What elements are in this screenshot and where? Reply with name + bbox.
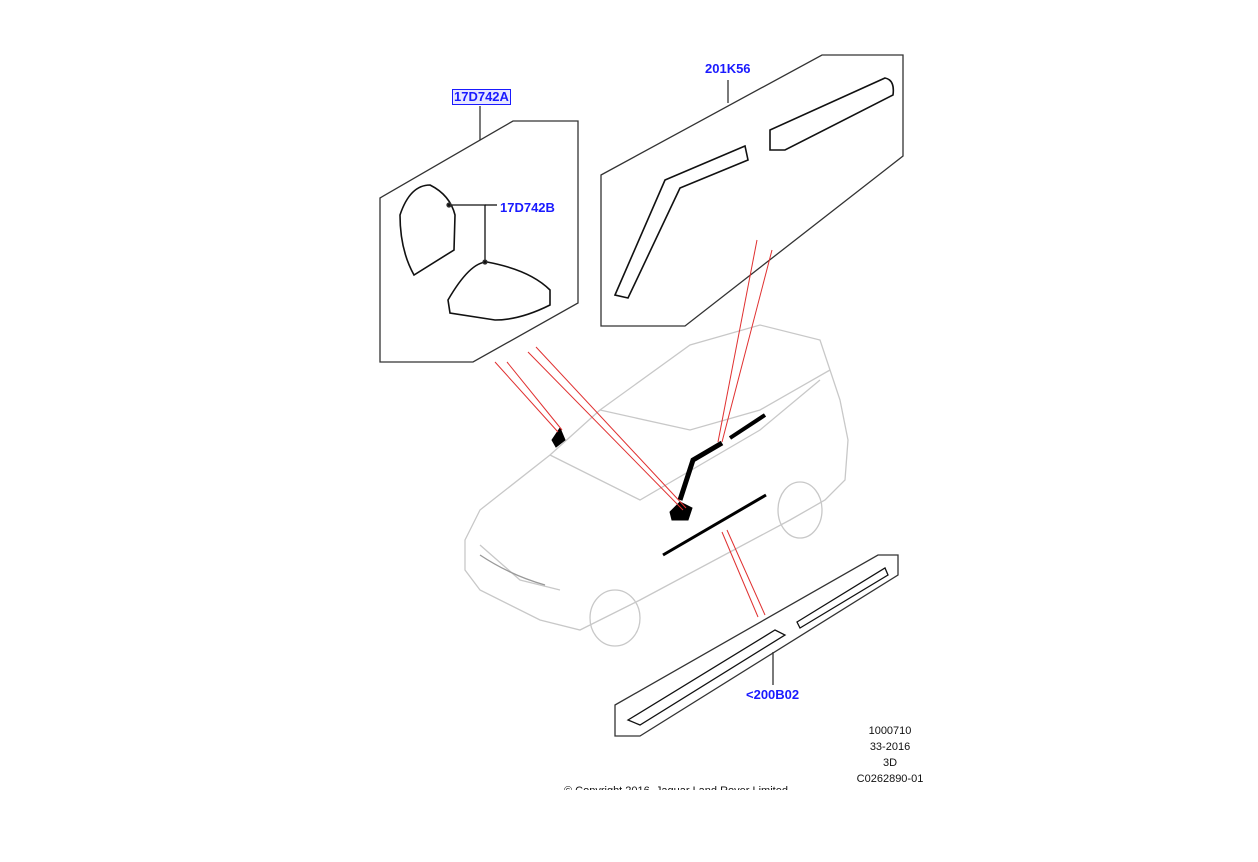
sill-panel [614,554,899,737]
mirror-cover-panel [379,106,579,363]
window-trim-panel [600,54,904,327]
info-line: 3D [882,757,898,769]
drawing-info-block: 1000710 33-2016 3D C0262890-01 [850,723,930,787]
vehicle-illustration [464,324,849,647]
copyright-text: © Copyright 2016, Jaguar Land Rover Limi… [564,782,788,790]
callout-200b02[interactable]: <200B02 [746,687,800,702]
info-line: 1000710 [868,725,912,737]
leader-lines [494,239,773,618]
callout-201k56[interactable]: 201K56 [705,61,751,76]
info-line: C0262890-01 [856,773,924,785]
highlighted-parts [551,413,767,557]
info-line: 33-2016 [869,741,911,753]
callout-17d742b[interactable]: 17D742B [500,200,555,215]
callout-17d742a[interactable]: 17D742A [452,89,511,105]
